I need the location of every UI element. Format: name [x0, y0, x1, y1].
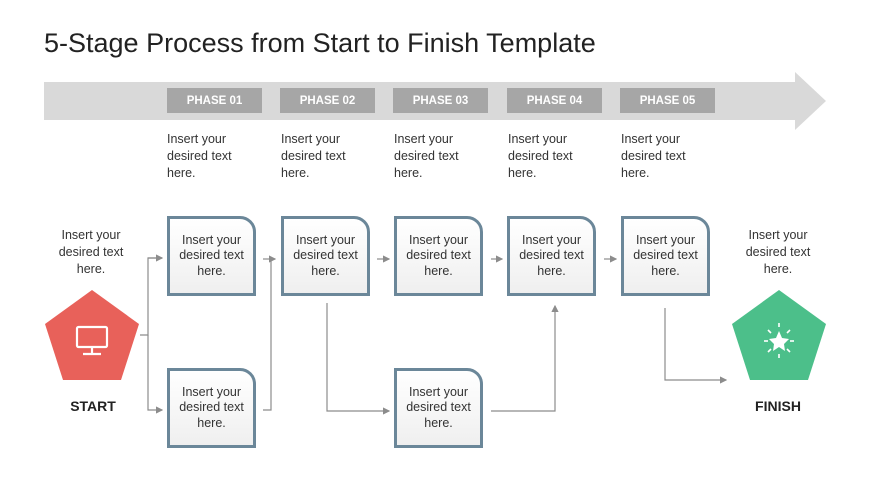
step-box-phase2: Insert your desired text here.: [281, 216, 370, 296]
connector-p2-p3bottom: [326, 303, 391, 415]
phase-description-04: Insert your desired text here.: [508, 132, 573, 180]
step-box-phase1-bottom: Insert your desired text here.: [167, 368, 256, 448]
phase-description-02: Insert your desired text here.: [281, 132, 346, 180]
connector-p5-finish: [664, 308, 728, 384]
phase-tag-02: PHASE 02: [280, 88, 375, 113]
start-label: START: [70, 398, 116, 414]
page-title: 5-Stage Process from Start to Finish Tem…: [44, 28, 596, 58]
step-box-phase5: Insert your desired text here.: [621, 216, 710, 296]
connector-start-bottom: [147, 335, 164, 414]
connector-p1bottom-p2: [263, 259, 272, 411]
phase-description-03: Insert your desired text here.: [394, 132, 459, 180]
step-box-phase1-top: Insert your desired text here.: [167, 216, 256, 296]
phase-description-01: Insert your desired text here.: [167, 132, 232, 180]
step-box-phase4: Insert your desired text here.: [507, 216, 596, 296]
connector-start-split: [140, 257, 162, 336]
step-box-phase3-bottom: Insert your desired text here.: [394, 368, 483, 448]
connector-p3bottom-p4: [491, 304, 559, 412]
monitor-icon: [75, 325, 109, 356]
start-pentagon: [45, 290, 139, 380]
phase-description-05: Insert your desired text here.: [621, 132, 686, 180]
start-description: Insert your desired text here.: [58, 228, 124, 276]
finish-description: Insert your desired text here.: [745, 228, 811, 276]
finish-pentagon: [732, 290, 826, 380]
finish-label: FINISH: [755, 398, 801, 414]
phase-tag-01: PHASE 01: [167, 88, 262, 113]
step-box-phase3-top: Insert your desired text here.: [394, 216, 483, 296]
phase-tag-03: PHASE 03: [393, 88, 488, 113]
phase-tag-05: PHASE 05: [620, 88, 715, 113]
phase-tag-04: PHASE 04: [507, 88, 602, 113]
star-burst-icon: [764, 323, 794, 358]
